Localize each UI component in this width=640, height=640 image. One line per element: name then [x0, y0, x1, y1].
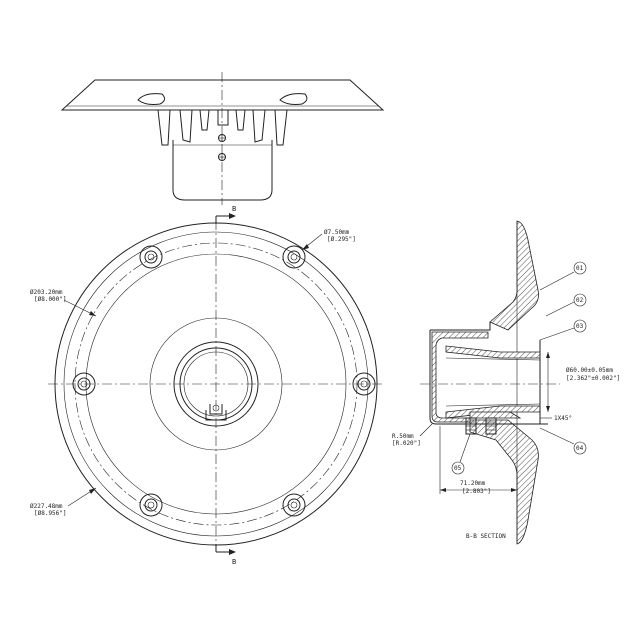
plan-view: B B: [30, 205, 385, 566]
section-view: 01 02 03 04 05 Ø60.00±0.05mm [2.362"±0.0…: [392, 220, 620, 545]
callout-03: 03: [539, 319, 587, 341]
callout-05: 05: [451, 433, 471, 475]
section-title: B-B SECTION: [466, 533, 506, 540]
outer-dia-mm: Ø227.48mm: [30, 503, 63, 510]
height-in: [2.803"]: [462, 488, 491, 495]
mount-hole-1: [139, 245, 163, 269]
section-marker-bottom: B: [232, 558, 236, 566]
svg-text:05: 05: [454, 465, 462, 472]
hole-dia-in: [Ø.295"]: [327, 236, 356, 243]
mount-hole-5: [139, 493, 163, 517]
svg-text:03: 03: [576, 323, 584, 330]
radius-in: [R.020"]: [392, 440, 421, 447]
callout-01: 01: [539, 261, 587, 291]
bore-dia-mm: Ø60.00±0.05mm: [566, 367, 613, 374]
bolt-circle-in: [Ø8.000"]: [34, 296, 67, 303]
mount-hole-2: [282, 245, 306, 269]
mount-hole-4: [352, 372, 376, 396]
mount-hole-6: [282, 493, 306, 517]
chamfer-label: 1X45°: [554, 415, 572, 422]
outer-dia-in: [Ø8.956"]: [34, 510, 67, 517]
svg-text:02: 02: [576, 297, 584, 304]
bolt-circle-mm: Ø203.20mm: [30, 289, 63, 296]
height-mm: 71.20mm: [460, 480, 486, 487]
svg-text:01: 01: [576, 265, 584, 272]
side-elevation-view: [60, 72, 385, 205]
radius-mm: R.50mm: [392, 433, 414, 440]
section-marker-top: B: [232, 205, 236, 213]
hole-dia-mm: Ø7.50mm: [324, 229, 350, 236]
callout-04: 04: [539, 427, 587, 455]
svg-text:04: 04: [576, 445, 584, 452]
bore-dia-in: [2.362"±0.002"]: [566, 375, 620, 382]
callout-02: 02: [545, 293, 587, 317]
mount-hole-3: [72, 372, 96, 396]
